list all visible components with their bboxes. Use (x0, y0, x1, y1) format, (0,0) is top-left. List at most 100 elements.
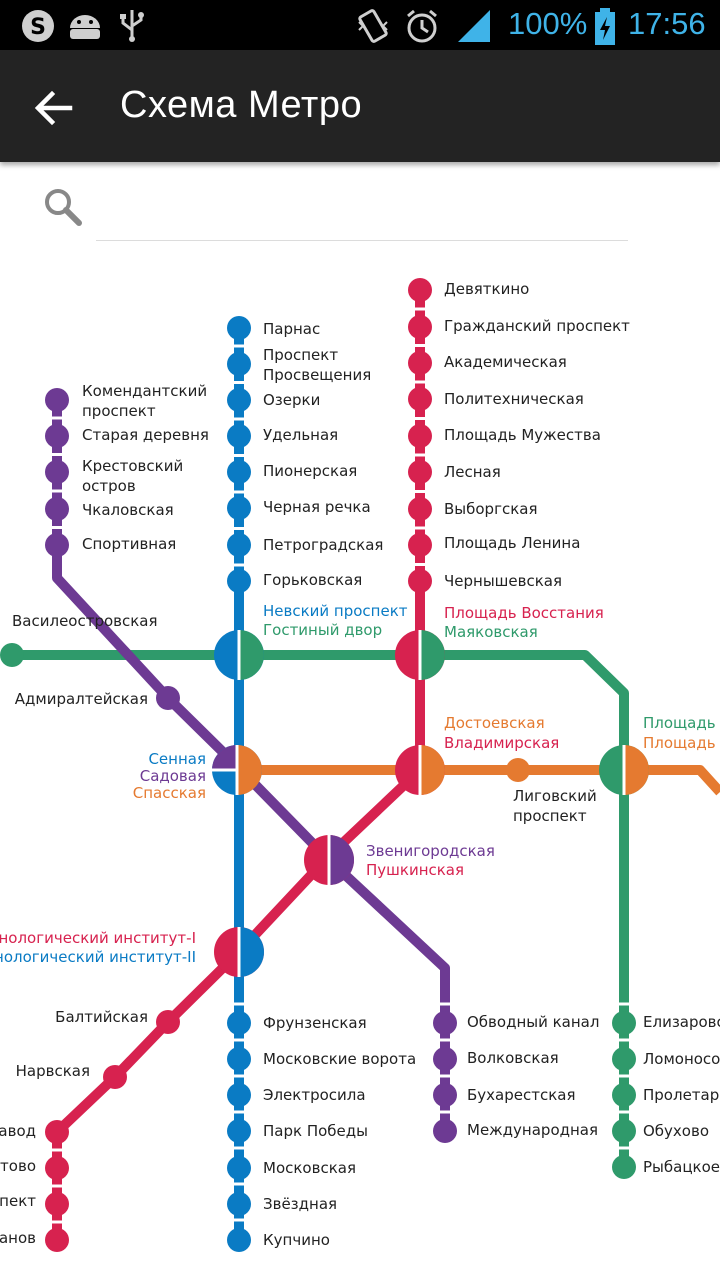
station-label-elizarovskaya-partial[interactable]: Елизаровс (643, 1013, 720, 1031)
station-label-bukharestskaya[interactable]: Бухарестская (467, 1086, 576, 1104)
station-label-pr-prosv-1[interactable]: Проспект (263, 346, 339, 364)
station-label-elektrosila[interactable]: Электросила (263, 1086, 366, 1104)
metro-map-canvas[interactable] (0, 252, 720, 1280)
station-label-pushkinskaya[interactable]: Пушкинская (366, 861, 465, 879)
station-lomonosovskaya[interactable] (612, 1047, 636, 1071)
station-label-ozerki[interactable]: Озерки (263, 391, 321, 409)
station-label-sportivnaya[interactable]: Спортивная (82, 535, 177, 553)
station-label-pl-a-green[interactable]: Площадь А (643, 714, 720, 732)
station-parnas[interactable] (227, 316, 251, 340)
station-mosk-vorota[interactable] (227, 1047, 251, 1071)
station-gorkovskaya[interactable] (227, 569, 251, 593)
station-label-petrogradskaya[interactable]: Петроградская (263, 536, 384, 554)
station-label-akademicheskaya[interactable]: Академическая (444, 353, 567, 371)
arrow-back-icon[interactable] (30, 84, 78, 132)
station-label-tech-1[interactable]: Технологический институт-I (0, 929, 196, 947)
station-pionerskaya[interactable] (227, 460, 251, 484)
station-label-sadovaya[interactable]: Садовая (139, 767, 206, 785)
station-label-narvskaya[interactable]: Нарвская (15, 1062, 90, 1080)
station-petrogradskaya[interactable] (227, 533, 251, 557)
station-ozerki[interactable] (227, 388, 251, 412)
station-label-baltiyskaya[interactable]: Балтийская (55, 1008, 148, 1026)
transfer-zvenigorodskaya-pushkinskaya[interactable] (304, 835, 354, 885)
station-grazhdansky[interactable] (408, 315, 432, 339)
station-udelnaya[interactable] (227, 424, 251, 448)
station-bukharestskaya[interactable] (433, 1083, 457, 1107)
station-label-chkalovskaya[interactable]: Чкаловская (82, 501, 174, 519)
station-obvodny[interactable] (433, 1011, 457, 1035)
station-admiralteyskaya[interactable] (156, 686, 180, 710)
station-label-obukhovo[interactable]: Обухово (643, 1122, 710, 1140)
station-label-vyborgskaya[interactable]: Выборгская (444, 500, 538, 518)
station-pr-prosv[interactable] (227, 352, 251, 376)
station-staraya[interactable] (45, 424, 69, 448)
station-label-staraya[interactable]: Старая деревня (82, 426, 209, 444)
station-kupchino[interactable] (227, 1228, 251, 1252)
station-label-komend-1[interactable]: Комендантский (82, 382, 208, 400)
station-label-lesnaya[interactable]: Лесная (444, 463, 501, 481)
station-label-pl-a-orange[interactable]: Площадь А (643, 734, 720, 752)
station-label-gostiny[interactable]: Гостиный двор (263, 621, 383, 639)
transfer-sennaya-sadovaya-spasskaya[interactable] (212, 745, 262, 795)
station-sportivnaya[interactable] (45, 533, 69, 557)
station-label-park-pobedy[interactable]: Парк Победы (263, 1122, 368, 1140)
station-pl-lenina[interactable] (408, 533, 432, 557)
station-label-gorkovskaya[interactable]: Горьковская (263, 571, 363, 589)
station-vasileostrovskaya[interactable] (0, 643, 24, 667)
station-label-kirov-partial[interactable]: завод (0, 1122, 36, 1140)
station-label-politekhnicheskaya[interactable]: Политехническая (444, 390, 584, 408)
station-lesnaya[interactable] (408, 460, 432, 484)
transfer-nevsky-gostiny[interactable] (214, 630, 264, 680)
station-elektrosila[interactable] (227, 1083, 251, 1107)
station-label-zvezdnaya[interactable]: Звёздная (263, 1195, 338, 1213)
station-label-obvodny[interactable]: Обводный канал (467, 1013, 600, 1031)
station-label-ligovsky-2[interactable]: проспект (513, 807, 587, 825)
station-komendantsky[interactable] (45, 388, 69, 412)
search-input[interactable] (96, 180, 628, 241)
station-label-chernyshevskaya[interactable]: Чернышевская (444, 572, 563, 590)
station-label-dostoevskaya[interactable]: Достоевская (444, 714, 545, 732)
station-devyatkino[interactable] (408, 278, 432, 302)
station-label-grazhdansky[interactable]: Гражданский проспект (444, 317, 630, 335)
station-label-udelnaya[interactable]: Удельная (263, 426, 339, 444)
station-label-chernaya-rechka[interactable]: Черная речка (263, 498, 371, 516)
station-label-kupchino[interactable]: Купчино (263, 1231, 330, 1249)
metro-map[interactable]: Девяткино Гражданский проспект Академиче… (0, 252, 720, 1280)
station-label-vasileostrovskaya[interactable]: Василеостровская (12, 612, 158, 630)
station-label-veteranov-partial[interactable]: ранов (0, 1229, 36, 1247)
station-label-mosk-vorota[interactable]: Московские ворота (263, 1050, 417, 1068)
station-label-komend-2[interactable]: проспект (82, 402, 156, 420)
station-label-lomonosovskaya-partial[interactable]: Ломоносов (643, 1050, 720, 1068)
station-label-nevsky[interactable]: Невский проспект (263, 602, 408, 620)
station-label-krest-1[interactable]: Крестовский (82, 457, 184, 475)
station-label-sennaya[interactable]: Сенная (148, 750, 206, 768)
station-label-pl-lenina[interactable]: Площадь Ленина (444, 534, 581, 552)
station-chernaya-rechka[interactable] (227, 496, 251, 520)
station-label-mezhdunarodnaya[interactable]: Международная (467, 1121, 599, 1139)
station-label-parnas[interactable]: Парнас (263, 320, 321, 338)
station-chkalovskaya[interactable] (45, 497, 69, 521)
station-kirovsky-zavod[interactable] (45, 1120, 69, 1144)
search-icon[interactable] (42, 186, 84, 228)
station-label-moskovskaya[interactable]: Московская (263, 1159, 356, 1177)
station-label-pl-muzhestva[interactable]: Площадь Мужества (444, 426, 601, 444)
station-elizarovskaya[interactable] (612, 1011, 636, 1035)
station-akademicheskaya[interactable] (408, 351, 432, 375)
station-label-krest-2[interactable]: остров (82, 477, 136, 495)
station-veteranov[interactable] (45, 1228, 69, 1252)
station-label-vladimirskaya[interactable]: Владимирская (444, 734, 560, 752)
station-label-admiralteyskaya[interactable]: Адмиралтейская (14, 690, 148, 708)
station-politekhnicheskaya[interactable] (408, 387, 432, 411)
transfer-tech-institute[interactable] (214, 927, 264, 977)
station-label-volkovskaya[interactable]: Волковская (467, 1049, 559, 1067)
station-chernyshevskaya[interactable] (408, 569, 432, 593)
station-label-rybatskoe[interactable]: Рыбацкое (643, 1158, 720, 1176)
station-obukhovo[interactable] (612, 1119, 636, 1143)
station-label-avtovo-partial[interactable]: втово (0, 1157, 36, 1175)
station-mezhdunarodnaya[interactable] (433, 1119, 457, 1143)
station-label-leninsky-partial[interactable]: спект (0, 1192, 36, 1210)
station-label-pr-prosv-2[interactable]: Просвещения (263, 366, 372, 384)
station-label-frunzenskaya[interactable]: Фрунзенская (263, 1014, 367, 1032)
station-zvezdnaya[interactable] (227, 1192, 251, 1216)
station-volkovskaya[interactable] (433, 1047, 457, 1071)
